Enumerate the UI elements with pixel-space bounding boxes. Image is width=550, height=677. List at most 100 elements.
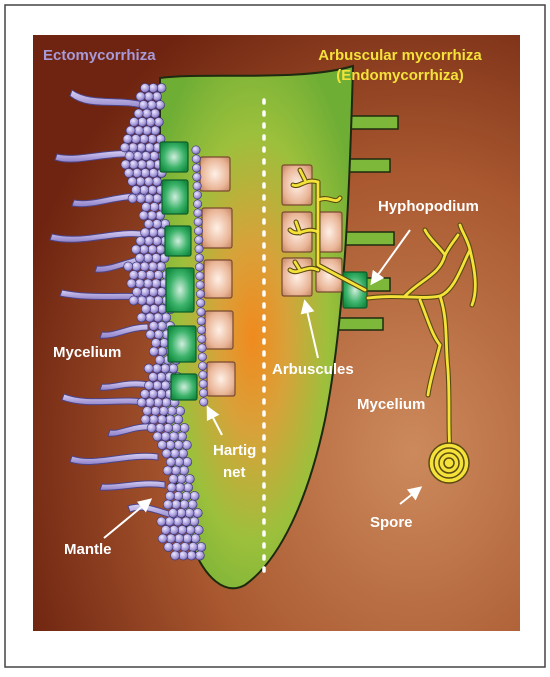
mantle-sphere xyxy=(194,235,204,245)
mantle-sphere xyxy=(135,236,146,246)
mantle-sphere xyxy=(123,168,134,178)
spore xyxy=(428,442,470,484)
mantle-sphere xyxy=(199,397,209,407)
label-hartig-line2: net xyxy=(223,464,246,481)
mantle-sphere xyxy=(157,321,167,331)
mantle-sphere xyxy=(191,145,201,155)
mantle-sphere xyxy=(192,190,202,200)
mantle-sphere xyxy=(154,355,165,365)
mantle-sphere xyxy=(195,271,205,281)
mantle-sphere xyxy=(143,219,154,229)
mantle-sphere xyxy=(172,516,183,527)
mantle-sphere xyxy=(155,100,165,110)
mantle-sphere xyxy=(153,329,164,340)
mantle-sphere xyxy=(136,142,147,153)
mantle-sphere xyxy=(193,199,203,209)
title-ectomycorrhiza: Ectomycorrhiza xyxy=(43,47,156,64)
mantle-sphere xyxy=(147,134,158,144)
mantle-sphere xyxy=(148,287,159,297)
mantle-sphere xyxy=(160,363,171,374)
mantle-sphere xyxy=(179,465,189,476)
mantle-sphere xyxy=(185,525,196,535)
mantle-sphere xyxy=(127,176,138,187)
ecto-hyphae xyxy=(49,89,181,521)
mantle-sphere xyxy=(160,525,171,535)
mantle-sphere xyxy=(133,108,144,119)
mantle-sphere xyxy=(158,406,169,416)
mantle-sphere xyxy=(194,244,204,254)
mantle-sphere xyxy=(136,397,147,408)
mantle-sphere xyxy=(123,261,134,272)
mantle-sphere xyxy=(171,499,182,510)
mantle-sphere xyxy=(149,304,160,314)
mantle-sphere xyxy=(156,83,167,93)
mantle-sphere xyxy=(170,465,181,476)
mantle-sphere xyxy=(174,457,184,467)
mantle-sphere xyxy=(141,151,151,161)
mantle-sphere xyxy=(163,423,173,433)
mantle-sphere xyxy=(157,440,168,450)
mantle-sphere xyxy=(151,278,161,289)
annotation-arrows xyxy=(103,229,423,539)
mantle-sphere xyxy=(156,389,167,399)
ecto-peach-cells xyxy=(199,156,236,397)
mantle-sphere xyxy=(177,525,188,535)
mantle-sphere xyxy=(184,508,195,518)
mantle-sphere xyxy=(195,262,205,272)
label-mycelium-left: Mycelium xyxy=(53,344,121,361)
mantle-sphere xyxy=(149,202,160,212)
mantle-sphere xyxy=(198,379,208,389)
mantle-sphere xyxy=(156,516,167,527)
mantle-sphere xyxy=(148,227,159,238)
mantle-sphere xyxy=(166,482,177,493)
mantle-sphere xyxy=(174,482,185,493)
mantle-sphere xyxy=(149,346,159,357)
mantle-sphere xyxy=(163,542,174,552)
mantle-sphere xyxy=(194,253,204,263)
mantle-sphere xyxy=(160,431,171,442)
mantle-sphere xyxy=(142,406,153,416)
mantle-sphere xyxy=(144,312,155,323)
mantle-sphere xyxy=(131,244,141,255)
mantle-sphere xyxy=(173,440,184,450)
mantle-sphere xyxy=(139,134,149,144)
mantle-sphere xyxy=(188,542,198,552)
mantle-sphere xyxy=(137,295,147,306)
mantle-sphere xyxy=(186,550,197,561)
mantle-sphere xyxy=(165,457,176,467)
mantle-sphere xyxy=(193,525,204,535)
mantle-sphere xyxy=(140,287,151,297)
mantle-sphere xyxy=(122,134,133,144)
mantle-sphere xyxy=(152,193,163,204)
mantle-sphere xyxy=(198,361,208,371)
mantle-sphere xyxy=(128,142,138,153)
mantle-sphere xyxy=(132,168,142,178)
mantle-sphere xyxy=(181,440,192,450)
mantle-sphere xyxy=(134,278,145,289)
mantle-sphere xyxy=(165,414,175,425)
mantle-sphere xyxy=(143,363,154,374)
mantle-sphere xyxy=(143,91,154,102)
mantle-sphere xyxy=(132,287,142,297)
mantle-sphere xyxy=(139,185,150,195)
mantle-sphere xyxy=(168,363,179,374)
mantle-sphere xyxy=(165,491,175,501)
mantle-sphere xyxy=(152,380,163,391)
mantle-sphere xyxy=(152,236,162,246)
mantle-sphere xyxy=(153,397,163,408)
mantle-sphere xyxy=(155,244,166,255)
hartig-net-spheres xyxy=(191,145,209,407)
mantle-sphere xyxy=(144,193,154,204)
mantle-sphere xyxy=(164,516,175,527)
mantle-sphere xyxy=(152,219,162,229)
mantle-sphere xyxy=(140,414,151,425)
mantle-sphere xyxy=(151,253,162,263)
mantle-sphere xyxy=(135,176,146,187)
mantle-sphere xyxy=(169,448,180,459)
mantle-sphere xyxy=(175,406,185,416)
mantle-sphere xyxy=(154,423,165,433)
mantle-sphere xyxy=(152,91,162,102)
mantle-sphere xyxy=(153,117,164,127)
mantle-sphere xyxy=(141,202,152,212)
